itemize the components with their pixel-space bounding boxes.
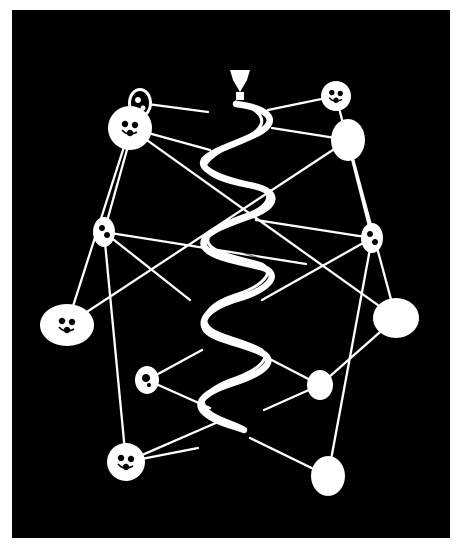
molecule-node-icon (108, 106, 152, 150)
molecule-node-icon (107, 443, 145, 481)
molecule-node-icon (307, 370, 333, 400)
molecule-node-icon (331, 119, 365, 161)
molecule-node-icon (361, 223, 383, 253)
molecule-node-icon (93, 217, 115, 247)
molecule-node-icon (373, 298, 419, 338)
molecule-node-icon (321, 81, 351, 111)
molecule-node-icon (311, 456, 345, 496)
molecule-node-icon (40, 304, 94, 346)
molecule-node-icon (135, 366, 159, 394)
